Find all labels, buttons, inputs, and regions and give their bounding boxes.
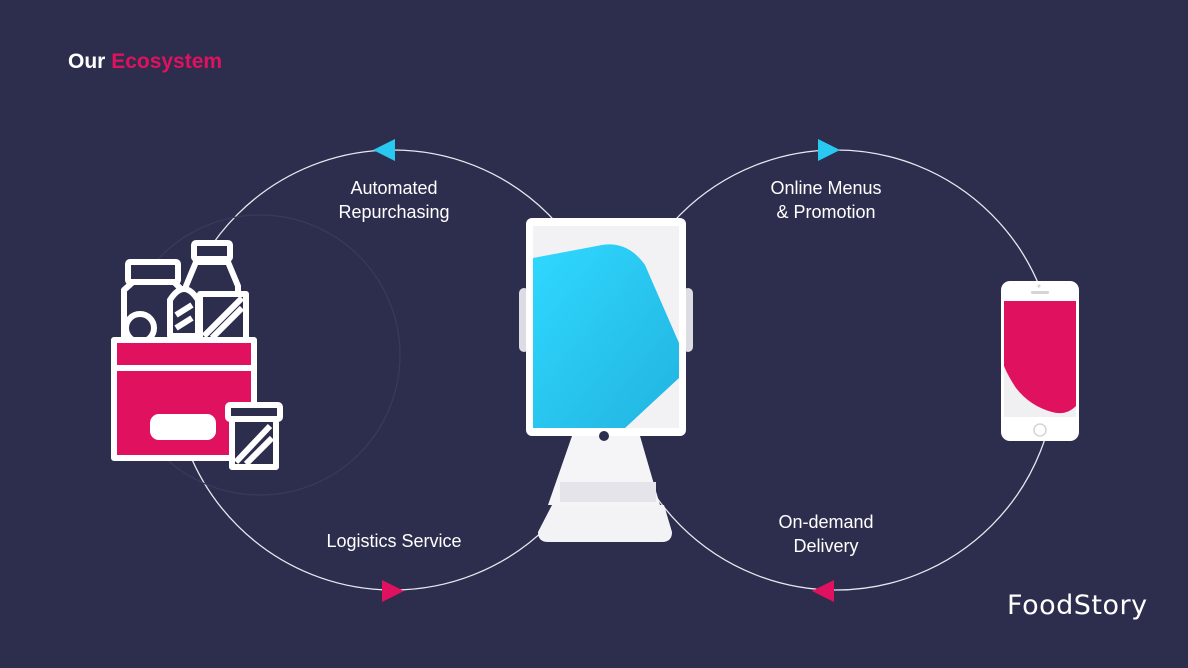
label-line: Delivery	[793, 536, 859, 556]
arrow-left-icon	[373, 139, 395, 161]
label-line: On-demand	[778, 512, 874, 532]
label-line: & Promotion	[776, 202, 876, 222]
grocery-bag-icon	[111, 240, 283, 470]
page-title: Our Ecosystem	[68, 50, 222, 74]
foodstory-logo: FoodStory	[1007, 590, 1148, 621]
label-online-menus-promotion: Online Menus & Promotion	[726, 176, 926, 224]
title-part-ecosystem: Ecosystem	[111, 50, 223, 73]
label-line: Logistics Service	[326, 531, 462, 551]
title-part-our: Our	[68, 50, 106, 73]
pos-tablet-stand-icon	[519, 218, 693, 542]
arrow-right-icon	[818, 139, 840, 161]
label-line: Repurchasing	[338, 202, 450, 222]
label-on-demand-delivery: On-demand Delivery	[726, 510, 926, 558]
label-line: Automated	[350, 178, 438, 198]
label-automated-repurchasing: Automated Repurchasing	[294, 176, 494, 224]
smartphone-icon	[1001, 281, 1079, 441]
label-logistics-service: Logistics Service	[294, 529, 494, 553]
arrow-left-icon	[812, 580, 834, 602]
label-line: Online Menus	[770, 178, 882, 198]
arrow-right-icon	[382, 580, 404, 602]
